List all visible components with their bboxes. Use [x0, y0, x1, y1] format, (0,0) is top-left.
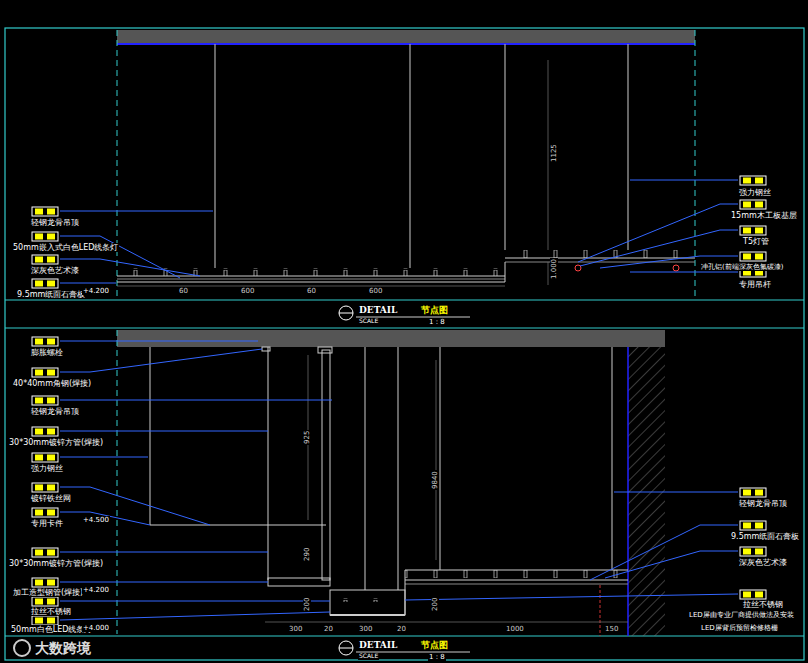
callout-text: 20	[323, 625, 334, 633]
callout-text: 拉丝不锈钢	[742, 600, 784, 609]
callout-text: 40*40mm角钢(焊接)	[12, 379, 92, 388]
detail-title: 节点图	[420, 305, 449, 315]
callout-text: 60	[306, 287, 317, 295]
callout-text: 50mm白色LED线条灯	[10, 625, 93, 634]
callout-text: 30*30mm镀锌方管(焊接)	[8, 559, 104, 568]
callout-text: 冲孔铝(前端深灰色氟碳漆)	[700, 263, 784, 271]
dimension-text: 200	[431, 597, 439, 612]
callout-text: 50mm嵌入式白色LED线条灯	[12, 243, 119, 252]
callout-text: 强力钢丝	[738, 188, 772, 197]
callout-text: 拉丝不锈钢	[30, 607, 72, 616]
dimension-text: 290	[303, 547, 311, 562]
callout-text: 加工造型钢管(焊接)	[12, 588, 84, 597]
callout-text: LED屏由专业厂商提供做法及安装	[688, 611, 795, 619]
callout-text: 600	[368, 287, 383, 295]
callout-text: 1 : 8	[428, 653, 446, 661]
callout-text: 300	[358, 625, 373, 633]
callout-text: 20	[396, 625, 407, 633]
callout-text: 600	[240, 287, 255, 295]
callout-text: +4.200	[82, 287, 110, 295]
callout-text: 1000	[505, 625, 525, 633]
callout-text: +4.200	[82, 586, 110, 594]
detail-title: 节点图	[420, 640, 449, 650]
callout-text: LED屏背后预留检修格栅	[700, 624, 779, 632]
dimension-text: 1125	[550, 143, 558, 163]
callout-text: 镀锌铁丝网	[30, 494, 72, 503]
callout-text: 9.5mm纸面石膏板	[730, 532, 800, 541]
callout-text: 轻钢龙骨吊顶	[30, 407, 80, 416]
callout-text: 专用卡件	[30, 519, 64, 528]
dimension-text: 200	[303, 597, 311, 612]
callout-text: SCALE	[358, 318, 379, 325]
callout-text: 30*30mm镀锌方管(焊接)	[8, 438, 104, 447]
callout-text: T5灯管	[742, 237, 770, 246]
callout-text: +4.500	[82, 516, 110, 524]
detail-title: DETAIL	[358, 640, 398, 650]
dimension-text: 925	[303, 430, 311, 445]
callout-text: 9.5mm纸面石膏板	[16, 290, 86, 299]
callout-text: 强力钢丝	[30, 464, 64, 473]
callout-text: 15mm木工板基层	[730, 211, 798, 220]
callout-text: 深灰色艺术漆	[30, 266, 80, 275]
callout-text: 60	[178, 287, 189, 295]
callout-text: +4.000	[82, 624, 110, 632]
callout-text: 膨胀螺栓	[30, 348, 64, 357]
detail-title: DETAIL	[358, 305, 398, 315]
callout-text: 轻钢龙骨吊顶	[30, 218, 80, 227]
callout-text: 专用吊杆	[738, 280, 772, 289]
dimension-text: 1.000	[550, 258, 558, 280]
callout-text: 深灰色艺术漆	[738, 558, 788, 567]
callout-text: SCALE	[358, 653, 379, 660]
callout-text: 150	[604, 625, 619, 633]
callout-text: 轻钢龙骨吊顶	[738, 499, 788, 508]
callout-text: 1 : 8	[428, 318, 446, 326]
watermark: 大数跨境	[34, 640, 92, 656]
dimension-text: 9840	[431, 470, 439, 490]
callout-text: 300	[288, 625, 303, 633]
